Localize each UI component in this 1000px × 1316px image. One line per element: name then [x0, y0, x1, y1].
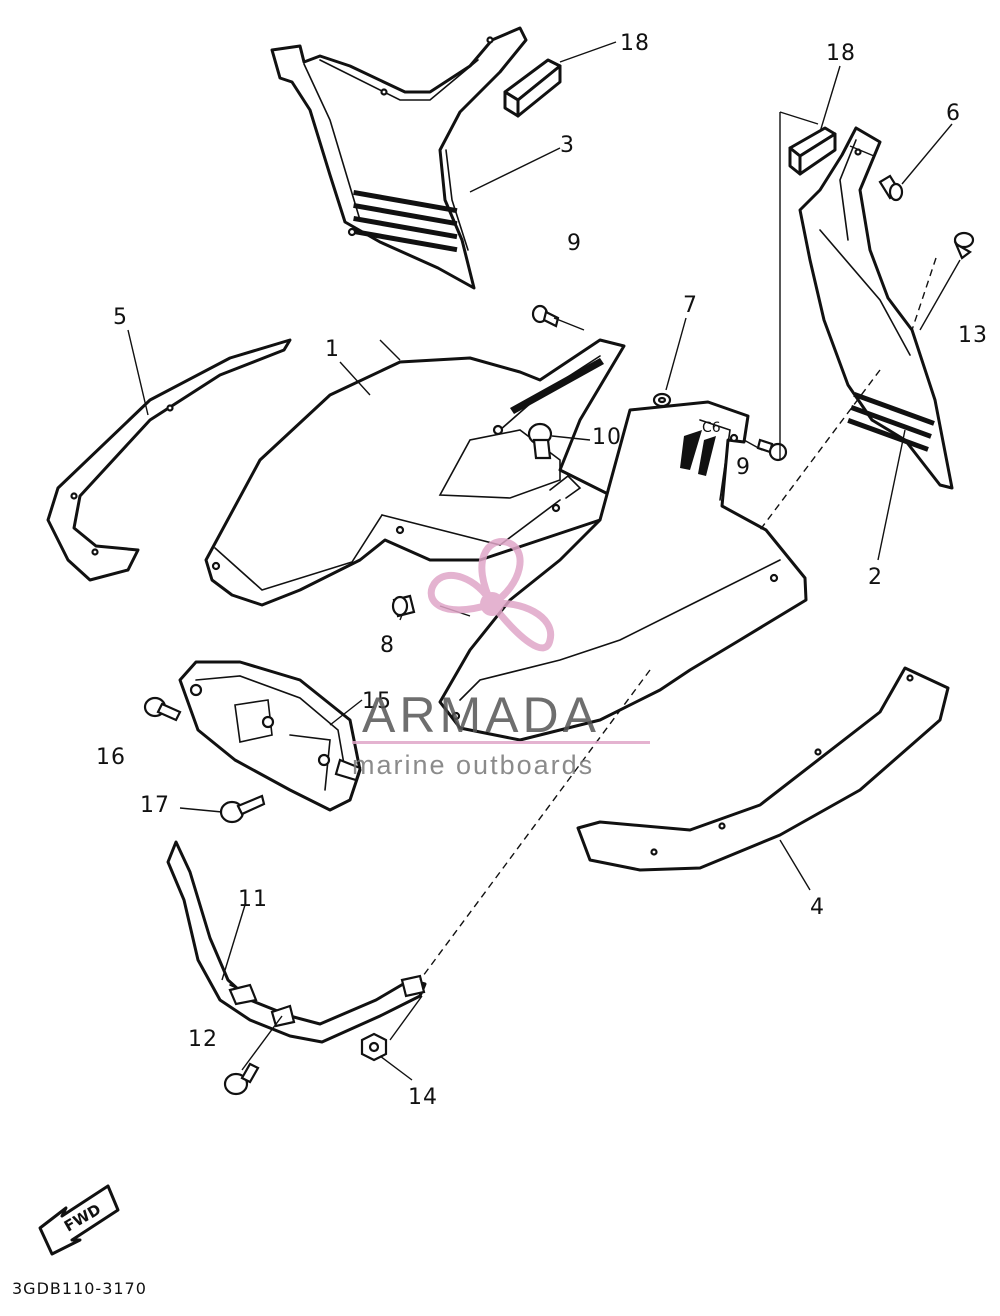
callout-17: 17 [140, 793, 170, 818]
part-16-bolt [143, 696, 182, 722]
part-10-grommet [527, 422, 553, 460]
callout-13: 13 [958, 323, 988, 348]
callout-18-right: 18 [826, 41, 856, 66]
part-9-screw-right [756, 438, 788, 462]
watermark-rule [352, 741, 650, 744]
callout-16: 16 [96, 745, 126, 770]
part-2-side-cover-right [798, 126, 954, 490]
callout-3: 3 [560, 133, 575, 158]
svg-text:C6: C6 [702, 420, 721, 436]
callout-8: 8 [380, 633, 395, 658]
part-4-guard-strip-right [576, 666, 950, 872]
watermark-brand: ARMADA [362, 687, 600, 743]
part-18-pad-right [788, 126, 837, 176]
callout-2: 2 [868, 565, 883, 590]
callout-6: 6 [946, 101, 961, 126]
callout-4: 4 [810, 895, 825, 920]
part-13-screw [953, 231, 975, 260]
callout-labels: 18 3 18 6 13 9 5 1 7 10 9 2 8 15 16 17 4… [96, 31, 988, 1110]
callout-15: 15 [362, 689, 392, 714]
callout-7: 7 [683, 293, 698, 318]
part-6-screw [878, 174, 904, 202]
callout-18-left: 18 [620, 31, 650, 56]
callout-9-right: 9 [736, 455, 751, 480]
propeller-logo-icon [427, 538, 555, 652]
callout-14: 14 [408, 1085, 438, 1110]
part-18-pad-left [503, 58, 562, 118]
part-11-stay [166, 840, 427, 1044]
part-15-bracket [178, 660, 362, 812]
part-17-bolt [219, 794, 266, 824]
drawing-code: 3GDB110-3170 [12, 1279, 147, 1298]
callout-10: 10 [592, 425, 622, 450]
part-3-side-cover-left [270, 26, 528, 290]
part-1-fender-right-half: C6 [438, 400, 808, 742]
leader-lines [127, 41, 961, 1081]
fwd-arrow-icon: FWD [38, 1184, 120, 1256]
callout-5: 5 [113, 305, 128, 330]
part-12-bolt [223, 1062, 260, 1096]
part-9-screw-upper [531, 304, 560, 328]
part-14-nut [360, 1032, 388, 1062]
callout-11: 11 [238, 887, 268, 912]
part-7-washer [652, 392, 672, 408]
part-8-bolt [391, 594, 416, 618]
part-1-front-fender [204, 338, 626, 607]
watermark: ARMADA marine outboards [352, 538, 650, 780]
callout-9-upper: 9 [567, 231, 582, 256]
callout-1: 1 [325, 337, 340, 362]
watermark-tagline: marine outboards [352, 750, 594, 780]
callout-12: 12 [188, 1027, 218, 1052]
part-5-guard-strip-left [46, 338, 292, 582]
